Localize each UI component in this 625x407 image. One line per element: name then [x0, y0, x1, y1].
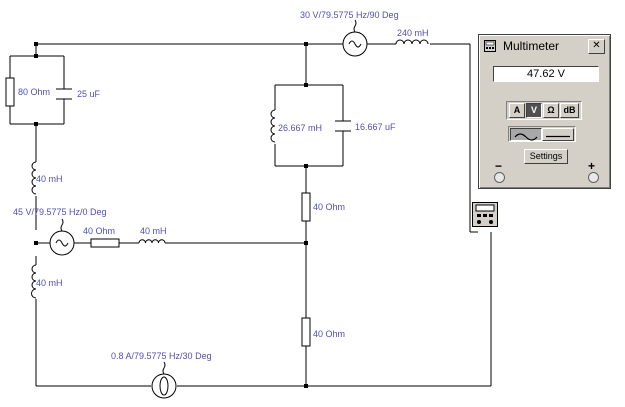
junction [34, 122, 38, 126]
junction [304, 164, 308, 168]
dc-line-icon [546, 135, 570, 138]
mode-decibel-button[interactable]: dB [560, 103, 579, 118]
resistor-40-ohm-1 [301, 192, 311, 222]
label-ind-mid-parallel: 26.667 mH [278, 123, 323, 133]
current-source-inner [159, 376, 169, 396]
junction [304, 83, 308, 87]
label-ind-left-2: 40 mH [36, 278, 63, 288]
resistor-40-ohm-2 [301, 317, 311, 347]
multimeter-window[interactable]: Multimeter ✕ 47.62 V A V Ω dB Settings −… [478, 34, 611, 189]
resistor-40-ohm-src [90, 238, 120, 248]
junction [304, 384, 308, 388]
multimeter-icon[interactable] [472, 202, 498, 227]
settings-button[interactable]: Settings [524, 149, 568, 164]
label-ind-src-left: 40 mH [140, 226, 167, 236]
inductor-40mh-1 [31, 161, 37, 195]
multimeter-small-icon [484, 40, 496, 52]
inductor-240mh [395, 39, 429, 45]
plus-terminal[interactable] [588, 172, 599, 183]
label-ind-top: 240 mH [397, 28, 429, 38]
label-src-bottom: 0.8 A/79.5775 Hz/30 Deg [111, 351, 212, 361]
reading-display: 47.62 V [493, 66, 599, 82]
close-button[interactable]: ✕ [588, 39, 605, 54]
label-res-src-left: 40 Ohm [83, 226, 116, 236]
sine-wave-icon [514, 133, 538, 141]
resistor-80-ohm [5, 77, 15, 107]
label-cap-mid-parallel: 16.667 uF [355, 122, 396, 132]
junction [34, 54, 38, 58]
minus-terminal-label: − [495, 159, 503, 173]
plus-terminal-label: + [588, 159, 596, 173]
dc-coupling-button[interactable] [542, 128, 574, 141]
ac-current-source-bottom [151, 373, 177, 399]
source-lead [353, 19, 357, 33]
mode-ohm-button[interactable]: Ω [543, 103, 559, 118]
junction [304, 241, 308, 245]
inductor-26667mh [270, 109, 276, 143]
label-res-mid-1: 40 Ohm [313, 202, 346, 212]
mode-volt-button[interactable]: V [526, 103, 542, 118]
minus-terminal[interactable] [494, 172, 505, 183]
coupling-button-group [508, 126, 576, 142]
label-src-left: 45 V/79.5775 Hz/0 Deg [13, 207, 107, 217]
source-lead [162, 361, 166, 375]
sine-icon [348, 40, 362, 48]
label-res-left-top: 80 Ohm [18, 87, 51, 97]
source-lead [60, 218, 64, 232]
multimeter-title: Multimeter [503, 39, 560, 53]
junction [34, 241, 38, 245]
label-res-mid-2: 40 Ohm [313, 329, 346, 339]
mode-button-group: A V Ω dB [506, 101, 582, 120]
mode-ampere-button[interactable]: A [509, 103, 525, 118]
junction [304, 42, 308, 46]
multimeter-titlebar[interactable]: Multimeter ✕ [481, 37, 607, 55]
label-ind-left-1: 40 mH [36, 174, 63, 184]
sine-icon [55, 239, 69, 247]
ac-coupling-button[interactable] [510, 128, 542, 141]
inductor-40mh-src [138, 239, 166, 244]
close-icon: ✕ [592, 40, 601, 51]
label-src-top: 30 V/79.5775 Hz/90 Deg [300, 10, 399, 20]
inductor-40mh-2 [31, 264, 37, 299]
label-cap-left-top: 25 uF [77, 89, 101, 99]
junction [34, 42, 38, 46]
